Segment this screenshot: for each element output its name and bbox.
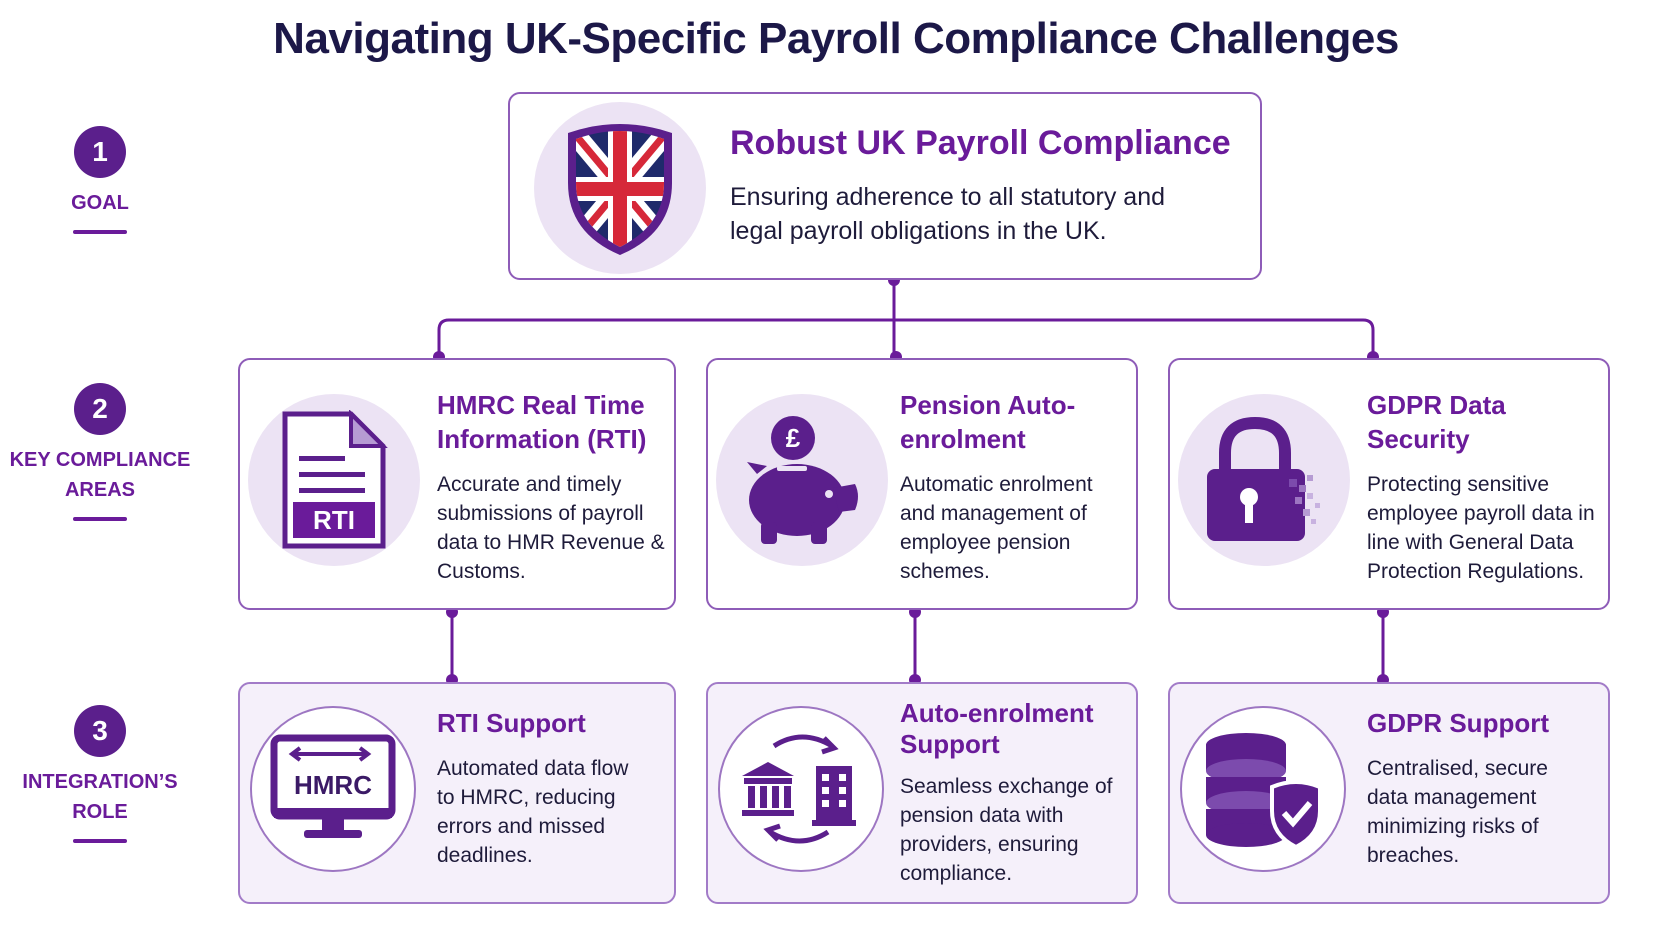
goal-title: Robust UK Payroll Compliance [730,124,1231,162]
role-title: Auto-enrolment Support [900,698,1094,759]
step-label: INTEGRATION’S ROLE [22,771,178,823]
step-label: GOAL [71,192,129,214]
area-title: GDPR Data Security [1367,390,1506,454]
step-divider [73,839,127,843]
padlock-icon [1178,394,1350,566]
step-number-badge: 1 [74,126,126,178]
pound-icon-text: £ [786,423,801,453]
step-number-badge: 3 [74,705,126,757]
role-title: RTI Support [437,708,586,738]
step-goal: 1 GOAL [0,126,200,234]
goal-card: Robust UK Payroll Compliance Ensuring ad… [508,92,1262,280]
area-card-gdpr: GDPR Data Security Protecting sensitive … [1168,358,1610,610]
area-description: Automatic enrolment and management of em… [900,473,1093,583]
step-divider [73,230,127,234]
area-description: Protecting sensitive employee payroll da… [1367,473,1595,583]
hmrc-monitor-icon: HMRC [250,706,416,872]
step-divider [73,517,127,521]
area-card-pension: £ Pension Auto-enrolment Automatic enrol… [706,358,1138,610]
role-card-gdpr-support: GDPR Support Centralised, secure data ma… [1168,682,1610,904]
role-title: GDPR Support [1367,708,1549,738]
role-description: Automated data flow to HMRC, reducing er… [437,757,629,867]
goal-description: Ensuring adherence to all statutory and … [730,183,1165,245]
database-shield-icon [1180,706,1346,872]
piggy-bank-pound-icon: £ [716,394,888,566]
page-title: Navigating UK-Specific Payroll Complianc… [273,14,1399,63]
area-description: Accurate and timely submissions of payro… [437,473,665,583]
role-card-auto-enrolment-support: Auto-enrolment Support Seamless exchange… [706,682,1138,904]
area-card-rti: RTI HMRC Real Time Information (RTI) Acc… [238,358,676,610]
role-description: Seamless exchange of pension data with p… [900,775,1113,885]
area-title: Pension Auto-enrolment [900,390,1076,454]
step-label: KEY COMPLIANCE AREAS [9,449,191,501]
step-key-compliance-areas: 2 KEY COMPLIANCE AREAS [0,383,200,521]
bank-exchange-icon [718,706,884,872]
union-jack-shield-icon [534,102,706,274]
rti-document-icon: RTI [248,394,420,566]
hmrc-icon-text: HMRC [294,770,372,800]
step-number-badge: 2 [74,383,126,435]
step-integrations-role: 3 INTEGRATION’S ROLE [0,705,200,843]
rti-icon-text: RTI [313,505,355,535]
area-title: HMRC Real Time Information (RTI) [437,390,647,454]
role-card-rti-support: HMRC RTI Support Automated data flow to … [238,682,676,904]
role-description: Centralised, secure data management mini… [1367,757,1548,867]
